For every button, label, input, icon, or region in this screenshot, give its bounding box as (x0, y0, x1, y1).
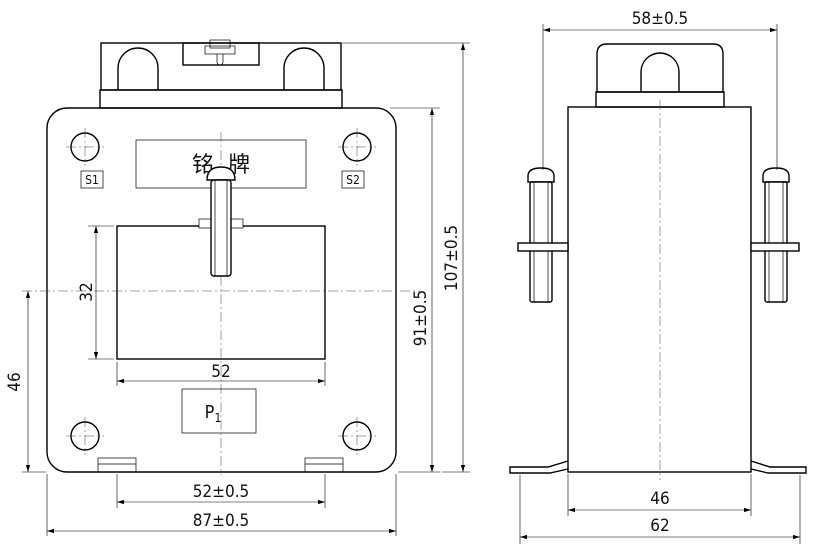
side-view: 58±0.5 46 62 (509, 9, 807, 544)
svg-text:107±0.5: 107±0.5 (442, 225, 462, 291)
dim-overall-width: 87±0.5 (46, 474, 397, 536)
dim-window-width: 52 (116, 362, 326, 386)
svg-text:91±0.5: 91±0.5 (411, 290, 431, 347)
primary-label: P1 (205, 402, 222, 425)
svg-text:58±0.5: 58±0.5 (632, 9, 689, 29)
side-top-housing (595, 43, 725, 108)
svg-text:32: 32 (77, 282, 97, 301)
bolt-right (750, 167, 800, 303)
mounting-holes (66, 128, 376, 455)
foot-left (97, 457, 137, 473)
svg-text:87±0.5: 87±0.5 (193, 511, 250, 531)
dim-overall-height: 107±0.5 (342, 42, 470, 473)
svg-text:46: 46 (650, 489, 669, 509)
svg-text:52: 52 (211, 362, 230, 382)
svg-text:52±0.5: 52±0.5 (193, 482, 250, 502)
primary-label-frame (181, 388, 257, 434)
primary-label-subscript: 1 (214, 411, 221, 425)
screw (206, 166, 236, 277)
terminal-label-s1: S1 (85, 173, 99, 187)
side-body (567, 106, 752, 473)
dim-mount-spacing: 52±0.5 (116, 474, 326, 508)
housing-body (46, 107, 397, 473)
svg-text:46: 46 (5, 372, 25, 391)
dim-side-body-width: 46 (567, 474, 752, 516)
dim-side-top-width: 58±0.5 (542, 9, 778, 170)
dim-window-height: 32 (77, 225, 114, 360)
terminal-housing (99, 39, 343, 109)
foot-right (304, 457, 344, 473)
svg-text:62: 62 (650, 516, 669, 536)
dim-side-overall-width: 62 (519, 475, 801, 544)
mount-brackets (509, 460, 807, 474)
front-view: S1 S2 铭 牌 P1 52 (5, 39, 470, 536)
bolt-left (517, 167, 569, 303)
dim-body-height: 91±0.5 (390, 107, 440, 473)
dim-center-height: 46 (5, 291, 46, 473)
terminal-label-s2: S2 (346, 173, 360, 187)
